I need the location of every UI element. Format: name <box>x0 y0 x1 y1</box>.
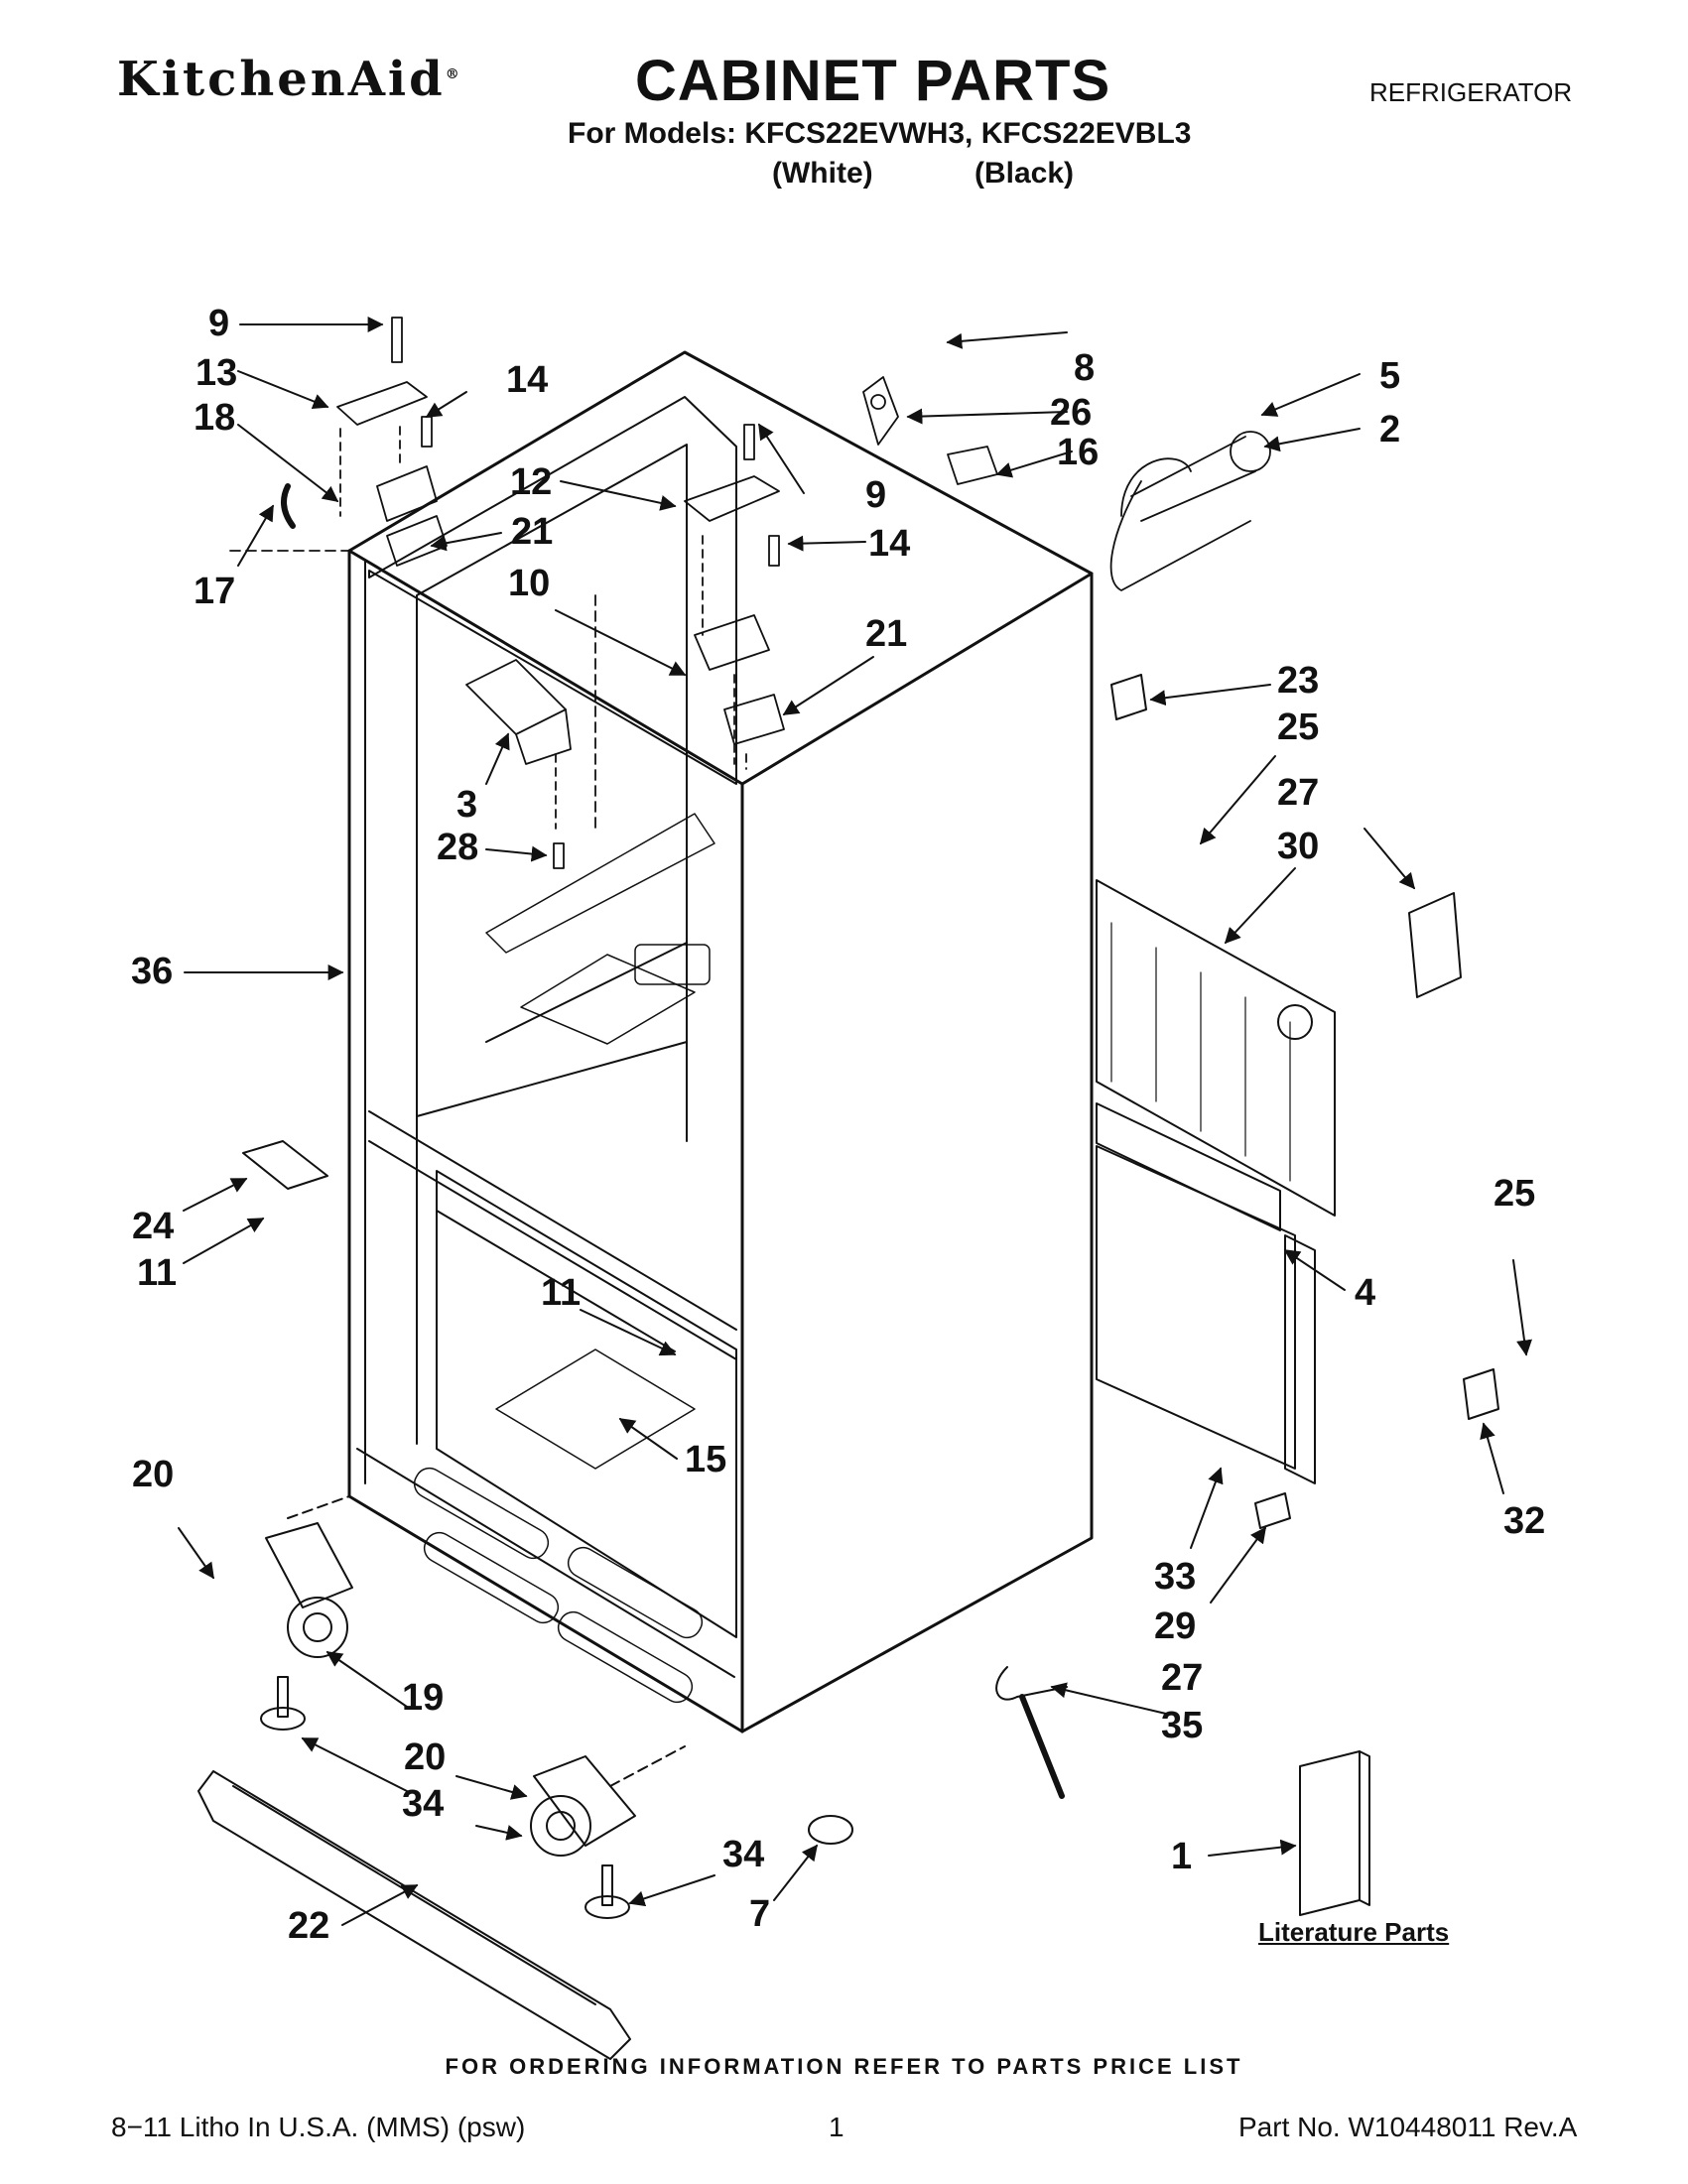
callout-14-center: 14 <box>868 523 911 565</box>
callout-2: 2 <box>1379 409 1401 450</box>
callout-18: 18 <box>194 397 236 439</box>
grille-assembly <box>1097 675 1498 1528</box>
callout-14-left: 14 <box>506 359 549 401</box>
literature-parts-label: Literature Parts <box>1258 1917 1450 1947</box>
leader-arrows <box>179 317 1532 1925</box>
callout-29: 29 <box>1154 1606 1197 1647</box>
callout-33: 33 <box>1154 1556 1197 1598</box>
footer-page-number: 1 <box>829 2112 844 2142</box>
callout-9-top-left: 9 <box>208 303 230 344</box>
models-line: For Models: KFCS22EVWH3, KFCS22EVBL3 <box>568 117 1192 150</box>
callout-1: 1 <box>1171 1836 1193 1877</box>
top-hinges <box>230 318 1270 829</box>
callout-7: 7 <box>749 1893 771 1935</box>
callout-10: 10 <box>508 563 551 604</box>
callout-32: 32 <box>1503 1500 1546 1542</box>
footer-litho: 8−11 Litho In U.S.A. (MMS) (psw) <box>111 2112 526 2142</box>
callout-5: 5 <box>1379 355 1401 397</box>
callout-28: 28 <box>437 827 479 868</box>
callout-9-center: 9 <box>865 474 887 516</box>
callout-27-lower: 27 <box>1161 1657 1204 1699</box>
brand-logo: KitchenAid® <box>117 52 462 107</box>
callout-3: 3 <box>456 784 478 826</box>
footer-part-number: Part No. W10448011 Rev.A <box>1238 2112 1578 2142</box>
appliance-type: REFRIGERATOR <box>1369 77 1573 107</box>
callout-30: 30 <box>1277 826 1320 867</box>
callout-11-center: 11 <box>541 1272 582 1314</box>
callout-20-upper: 20 <box>132 1454 175 1495</box>
callout-36: 36 <box>131 951 174 992</box>
callout-27-upper: 27 <box>1277 772 1320 814</box>
callout-21-center: 21 <box>865 613 908 655</box>
callout-20-lower: 20 <box>404 1736 447 1778</box>
callout-26: 26 <box>1050 392 1093 434</box>
cabinet-shell <box>349 352 1092 1732</box>
callout-15: 15 <box>685 1439 727 1480</box>
callout-23: 23 <box>1277 660 1320 702</box>
callout-4: 4 <box>1355 1272 1376 1314</box>
ordering-note: FOR ORDERING INFORMATION REFER TO PARTS … <box>445 2054 1243 2079</box>
callout-25-right: 25 <box>1493 1173 1536 1215</box>
bracket-3 <box>466 660 571 868</box>
variant-white: (White) <box>772 157 873 190</box>
callout-25-upper: 25 <box>1277 707 1320 748</box>
callout-17: 17 <box>194 571 236 612</box>
page-title: CABINET PARTS <box>635 49 1111 113</box>
callout-35: 35 <box>1161 1705 1204 1746</box>
callout-11-left: 11 <box>137 1252 178 1294</box>
callout-16: 16 <box>1057 432 1100 473</box>
callout-8: 8 <box>1074 347 1096 389</box>
callout-21-left: 21 <box>511 511 554 553</box>
lower-brackets <box>198 1141 1369 2059</box>
brand-name: KitchenAid <box>117 52 446 107</box>
callout-34-right: 34 <box>722 1834 765 1875</box>
callout-19: 19 <box>402 1677 445 1719</box>
variant-black: (Black) <box>974 157 1075 190</box>
callout-34-left: 34 <box>402 1783 445 1825</box>
callout-24: 24 <box>132 1206 175 1247</box>
callout-13: 13 <box>195 352 238 394</box>
callout-22: 22 <box>288 1905 330 1947</box>
registered-mark: ® <box>445 66 462 82</box>
callout-12: 12 <box>510 461 553 503</box>
